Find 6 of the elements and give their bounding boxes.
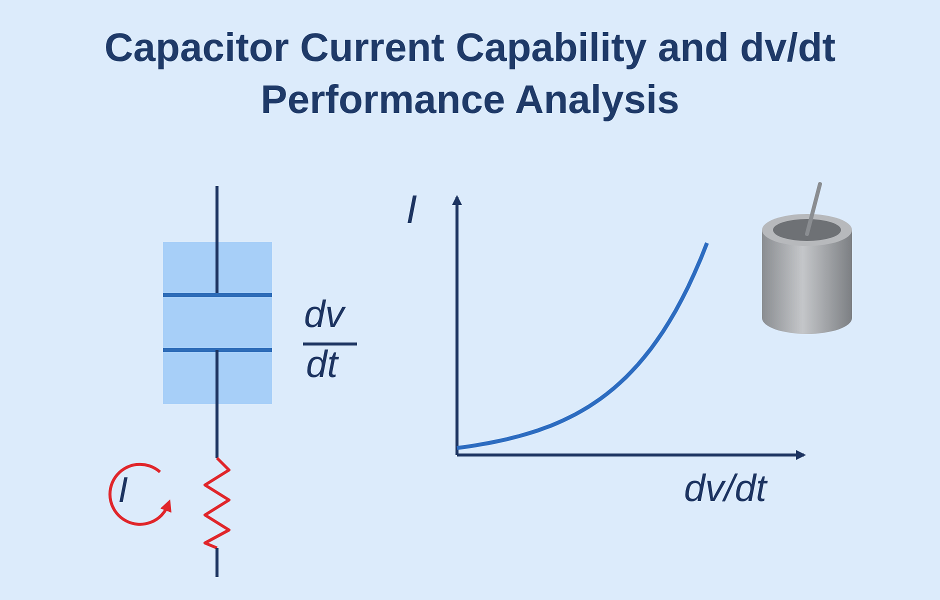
axis-label: I <box>406 190 418 230</box>
axis-label: dv/dt <box>684 470 766 508</box>
axis-label: dt <box>306 346 338 384</box>
axis-label: dv <box>304 296 344 334</box>
axis-label: I <box>118 472 128 508</box>
title: Capacitor Current Capability and dv/dt Performance Analysis <box>103 25 837 124</box>
